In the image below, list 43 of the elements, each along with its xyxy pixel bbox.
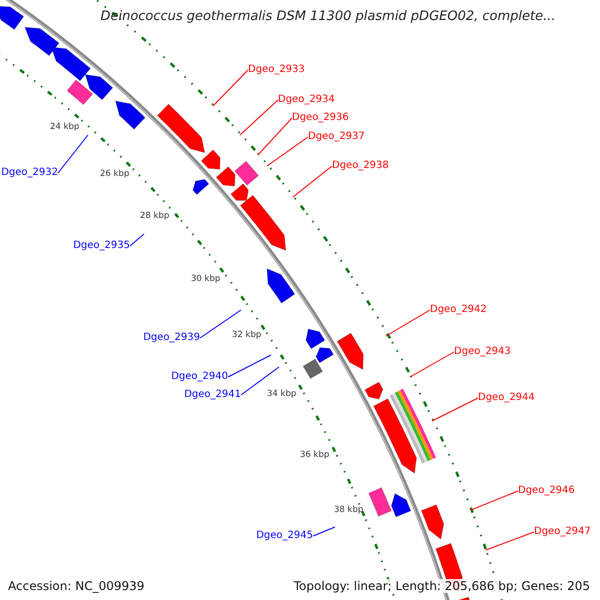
gene-label: Dgeo_2937 (308, 131, 365, 143)
gene-label: Dgeo_2945 (256, 530, 313, 542)
leader-line (58, 134, 88, 174)
accession-text: Accession: NC_009939 (6, 579, 146, 593)
gene-label: Dgeo_2938 (332, 160, 389, 172)
leader-line (486, 532, 534, 550)
leader-line (386, 310, 430, 336)
kbp-tick-label: 26 kbp (100, 169, 130, 179)
gene-label: Dgeo_2943 (454, 346, 511, 358)
gene-label: Dgeo_2934 (278, 94, 335, 106)
gene-label: Dgeo_2939 (143, 332, 200, 344)
gene-label: Dgeo_2941 (184, 389, 241, 401)
gene-label: Dgeo_2935 (73, 240, 130, 252)
gene-label: Dgeo_2936 (292, 112, 349, 124)
leader-line (292, 166, 332, 198)
kbp-tick-label: 38 kbp (334, 505, 364, 515)
map-title: Deinococcus geothermalis DSM 11300 plasmid pDGEO02, complete... (99, 9, 557, 24)
leader-line (240, 366, 280, 396)
kbp-tick-label: 24 kbp (50, 122, 80, 132)
kbp-tick-label: 36 kbp (300, 450, 330, 460)
gene-label: Dgeo_2940 (171, 371, 228, 383)
leader-line (410, 352, 454, 378)
leader-line (432, 398, 478, 422)
leader-line (228, 354, 272, 378)
leader-line (212, 70, 248, 106)
gene-label: Dgeo_2946 (518, 485, 575, 497)
gene-label: Dgeo_2932 (1, 167, 58, 179)
leader-line (266, 136, 308, 166)
leader-line (470, 490, 518, 510)
kbp-tick-label: 32 kbp (232, 330, 262, 340)
kbp-tick-label: 28 kbp (140, 211, 170, 221)
gene-label: Dgeo_2942 (430, 304, 487, 316)
leader-line (258, 118, 292, 156)
topology-text: Topology: linear; Length: 205,686 bp; Genes: 205 (292, 579, 592, 593)
gene-label: Dgeo_2947 (534, 526, 591, 538)
kbp-tick-label: 30 kbp (191, 274, 220, 284)
leader-line (130, 234, 144, 246)
leader-line (240, 100, 278, 136)
leader-line (200, 310, 242, 338)
kbp-tick-label: 34 kbp (267, 389, 296, 399)
leader-line (312, 526, 336, 536)
gene-label: Dgeo_2944 (478, 392, 535, 404)
gene-label: Dgeo_2933 (248, 64, 305, 76)
